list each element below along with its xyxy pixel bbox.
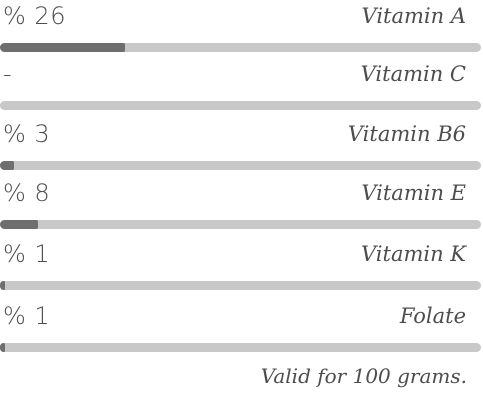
nutrient-row-vitamin-a: % 26 Vitamin A — [0, 0, 483, 58]
nutrient-name: Folate — [399, 304, 466, 328]
nutrient-progress-bar — [0, 220, 483, 230]
nutrient-progress-bar — [0, 161, 483, 171]
progress-fill — [0, 161, 15, 170]
progress-track — [0, 281, 481, 290]
serving-footnote: Valid for 100 grams. — [260, 364, 467, 388]
nutrient-name: Vitamin B6 — [347, 122, 466, 146]
progress-track — [0, 101, 481, 110]
progress-fill — [0, 220, 39, 229]
progress-fill — [0, 43, 126, 52]
progress-fill — [0, 281, 5, 290]
nutrient-progress-bar — [0, 281, 483, 291]
nutrient-percent: % 1 — [3, 240, 51, 268]
nutrient-progress-bar — [0, 43, 483, 53]
progress-track — [0, 43, 481, 52]
nutrient-progress-bar — [0, 101, 483, 111]
nutrient-percent: % 1 — [3, 302, 51, 330]
progress-track — [0, 220, 481, 229]
nutrient-name: Vitamin C — [360, 62, 466, 86]
nutrient-row-vitamin-k: % 1 Vitamin K — [0, 238, 483, 296]
nutrient-progress-bar — [0, 343, 483, 353]
progress-track — [0, 161, 481, 170]
nutrient-row-vitamin-b6: % 3 Vitamin B6 — [0, 118, 483, 176]
nutrient-percent: % 26 — [3, 2, 66, 30]
nutrient-row-vitamin-e: % 8 Vitamin E — [0, 177, 483, 235]
progress-track — [0, 343, 481, 352]
nutrient-percent: % 8 — [3, 179, 51, 207]
nutrient-row-vitamin-c: - Vitamin C — [0, 58, 483, 116]
nutrient-name: Vitamin A — [361, 4, 466, 28]
nutrient-percent: % 3 — [3, 120, 51, 148]
nutrient-percent: - — [3, 60, 13, 88]
nutrient-name: Vitamin K — [361, 242, 466, 266]
progress-fill — [0, 343, 5, 352]
nutrient-row-folate: % 1 Folate — [0, 300, 483, 358]
nutrient-name: Vitamin E — [361, 181, 466, 205]
